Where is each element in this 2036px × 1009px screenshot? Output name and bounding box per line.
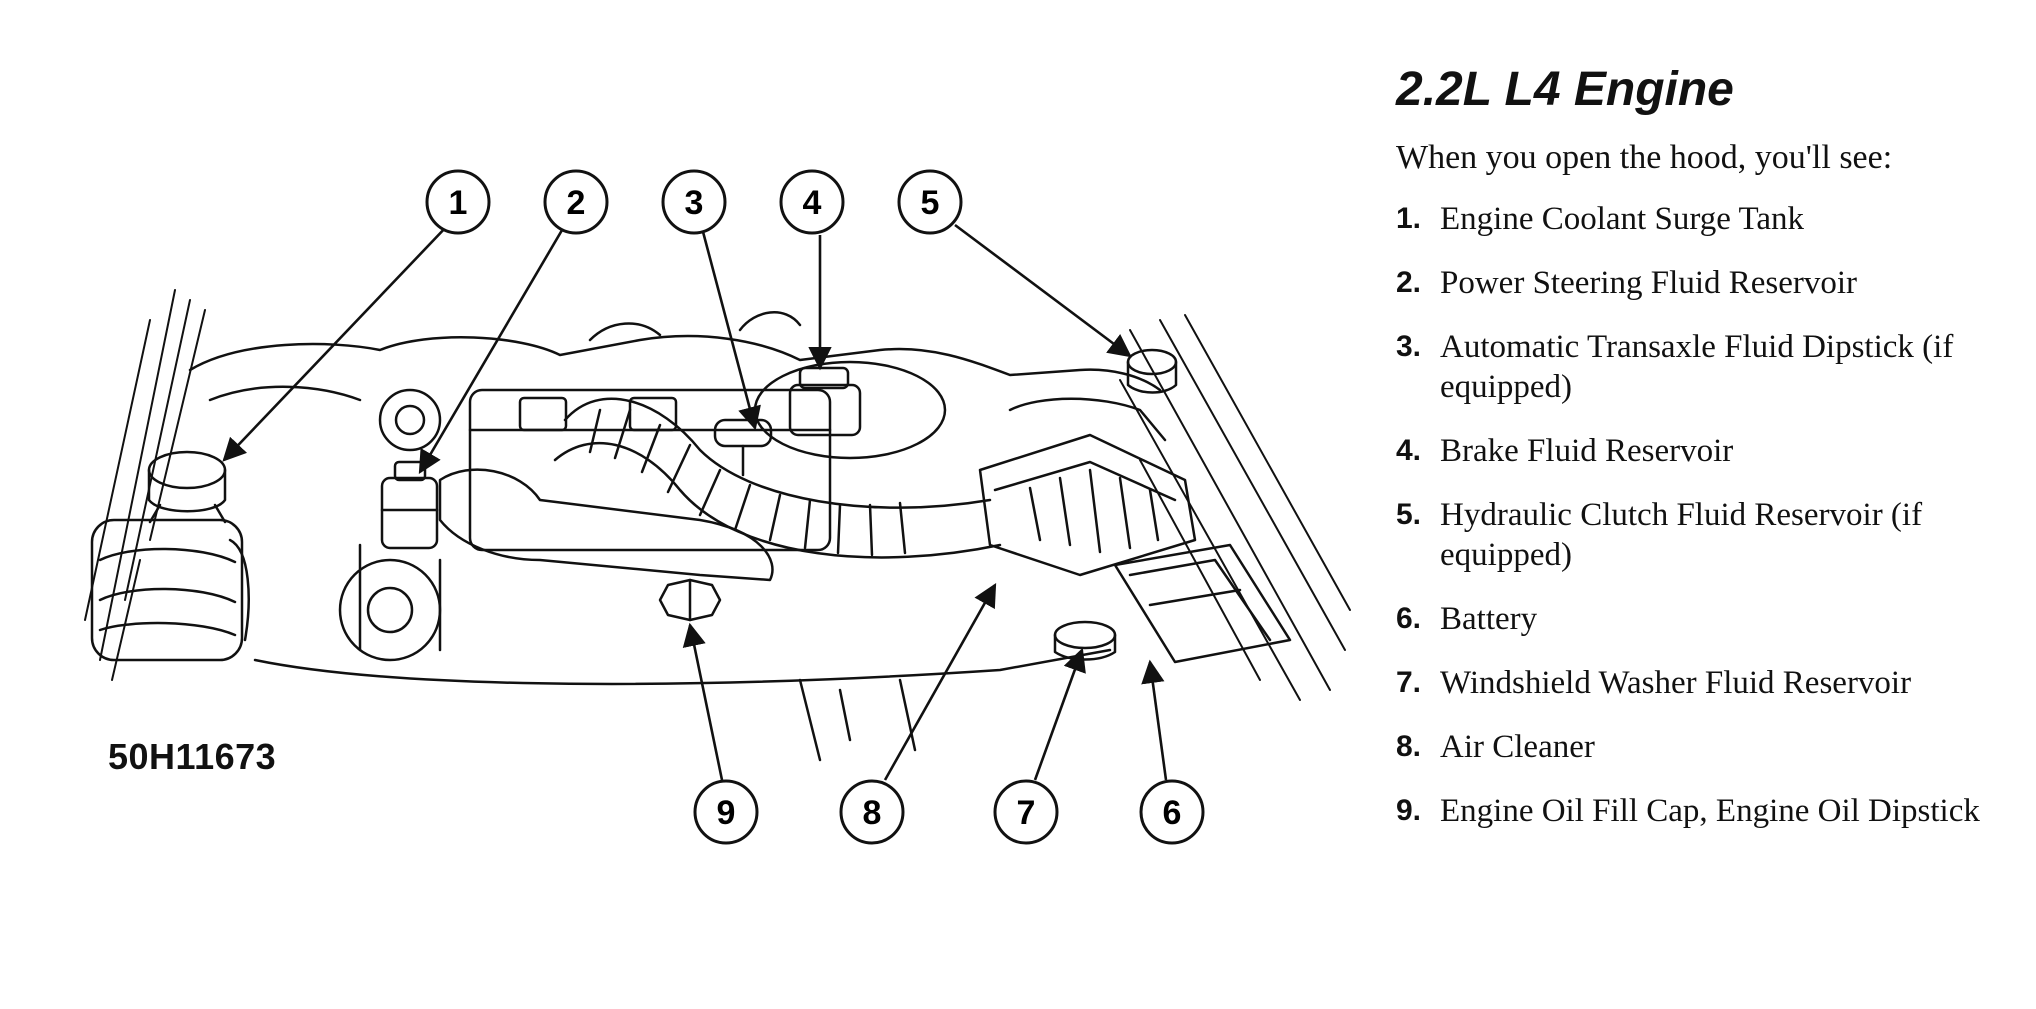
air-cleaner-drawing <box>978 397 1197 577</box>
power-steering-reservoir-drawing <box>380 460 439 550</box>
callout-2: 2 <box>543 169 609 235</box>
legend-item-oil-fill-cap: 9. Engine Oil Fill Cap, Engine Oil Dipst… <box>1396 791 2016 831</box>
svg-text:8: 8 <box>863 794 882 832</box>
legend-item-label: Hydraulic Clutch Fluid Reservoir (if equ… <box>1440 497 1923 573</box>
figure-reference-code: 50H11673 <box>108 736 277 777</box>
svg-text:7: 7 <box>1017 794 1036 832</box>
leader-lines <box>222 223 1168 781</box>
legend-item-number: 5. <box>1396 498 1422 531</box>
engine-diagram: 1 2 3 4 5 6 7 8 <box>84 169 1351 845</box>
legend-item-number: 8. <box>1396 730 1422 763</box>
legend-item-number: 1. <box>1396 202 1422 235</box>
oil-fill-cap-drawing <box>658 578 722 622</box>
callout-3: 3 <box>661 169 727 235</box>
callout-7: 7 <box>993 779 1059 845</box>
callout-8: 8 <box>839 779 905 845</box>
air-intake-hose-drawing <box>553 397 1002 559</box>
right-fender-hatching <box>1119 314 1351 701</box>
svg-text:1: 1 <box>449 184 468 222</box>
callout-9: 9 <box>693 779 759 845</box>
svg-text:5: 5 <box>921 184 940 222</box>
legend-item-label: Engine Oil Fill Cap, Engine Oil Dipstick <box>1440 793 1980 829</box>
legend-item-battery: 6. Battery <box>1396 599 2016 639</box>
engine-bay-illustration <box>84 289 1351 762</box>
clutch-reservoir-drawing <box>1126 348 1178 394</box>
svg-text:9: 9 <box>717 794 736 832</box>
legend-item-number: 7. <box>1396 666 1422 699</box>
front-pulley-drawing <box>253 558 1112 762</box>
legend-item-coolant-surge-tank: 1. Engine Coolant Surge Tank <box>1396 199 2016 239</box>
callout-1: 1 <box>425 169 491 235</box>
firewall-outline <box>188 334 1162 392</box>
legend-item-transaxle-dipstick: 3. Automatic Transaxle Fluid Dipstick (i… <box>1396 327 2016 407</box>
legend-item-label: Automatic Transaxle Fluid Dipstick (if e… <box>1440 329 1954 405</box>
callout-5: 5 <box>897 169 963 235</box>
callout-6: 6 <box>1139 779 1205 845</box>
legend-item-label: Engine Coolant Surge Tank <box>1440 201 1805 237</box>
legend-item-number: 2. <box>1396 266 1422 299</box>
legend-item-brake-fluid: 4. Brake Fluid Reservoir <box>1396 431 2016 471</box>
legend-title: 2.2L L4 Engine <box>1396 63 1734 116</box>
legend-item-label: Windshield Washer Fluid Reservoir <box>1440 665 1912 701</box>
svg-text:2: 2 <box>567 184 586 222</box>
legend-item-label: Power Steering Fluid Reservoir <box>1440 265 1858 301</box>
svg-text:3: 3 <box>685 184 704 222</box>
legend-intro: When you open the hood, you'll see: <box>1396 139 1893 176</box>
legend-item-washer-fluid: 7. Windshield Washer Fluid Reservoir <box>1396 663 2016 703</box>
legend-item-number: 4. <box>1396 434 1422 467</box>
legend-item-power-steering: 2. Power Steering Fluid Reservoir <box>1396 263 2016 303</box>
svg-text:4: 4 <box>803 184 822 222</box>
coolant-hose-drawing <box>438 468 774 582</box>
legend-item-number: 3. <box>1396 330 1422 363</box>
legend-item-label: Brake Fluid Reservoir <box>1440 433 1734 469</box>
callout-markers: 1 2 3 4 5 6 7 8 <box>425 169 1205 845</box>
battery-drawing <box>1113 543 1292 664</box>
legend-item-label: Air Cleaner <box>1440 729 1595 765</box>
coolant-surge-tank-drawing <box>90 450 250 662</box>
legend-item-number: 6. <box>1396 602 1422 635</box>
callout-4: 4 <box>779 169 845 235</box>
brake-reservoir-drawing <box>753 360 947 460</box>
legend-item-label: Battery <box>1440 601 1538 637</box>
legend-panel: 2.2L L4 Engine When you open the hood, y… <box>1396 62 2016 855</box>
svg-text:6: 6 <box>1163 794 1182 832</box>
legend-item-air-cleaner: 8. Air Cleaner <box>1396 727 2016 767</box>
left-fender-hatching <box>84 289 206 681</box>
legend-list: 1. Engine Coolant Surge Tank 2. Power St… <box>1396 199 2016 831</box>
legend-item-number: 9. <box>1396 794 1422 827</box>
legend-item-clutch-fluid: 5. Hydraulic Clutch Fluid Reservoir (if … <box>1396 495 2016 575</box>
